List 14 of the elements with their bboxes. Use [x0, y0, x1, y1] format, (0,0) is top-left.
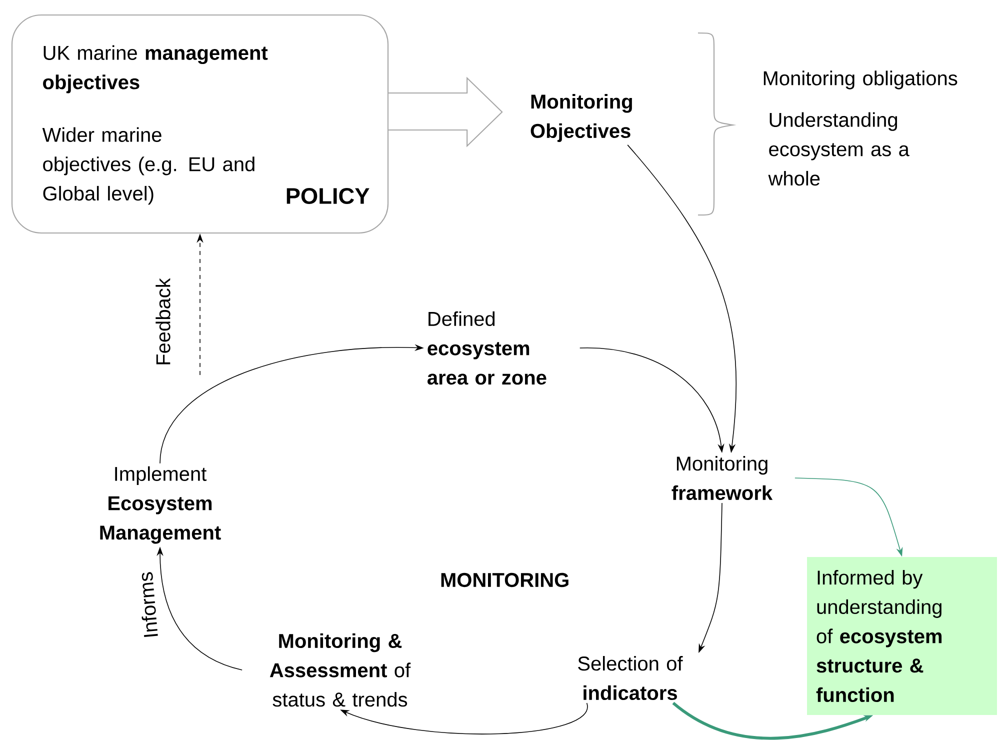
step-label: Defined ecosystem area or zone — [428, 311, 546, 385]
side-note: Understanding ecosystem as a whole — [768, 112, 910, 186]
edge-label: Informs — [136, 570, 160, 640]
step-label: Monitoring framework — [672, 456, 773, 500]
step-label: Monitoring & Assessment of status & trends — [270, 633, 411, 707]
policy-box: UK marine management objectives Wider marine objectives (e.g. EU and Global level) POLICY — [11, 14, 389, 234]
step-label: Selection of indicators — [578, 656, 683, 700]
edge-label: Feedback — [154, 276, 172, 368]
block-arrow — [388, 76, 503, 148]
section-label: MONITORING — [441, 572, 568, 588]
step-label: Monitoring Objectives — [530, 94, 632, 142]
note-box: Informed by understanding of ecosystem structure & function — [807, 557, 997, 715]
step-label: Implement Ecosystem Management — [100, 466, 221, 544]
side-note: Monitoring obligations — [764, 70, 958, 90]
